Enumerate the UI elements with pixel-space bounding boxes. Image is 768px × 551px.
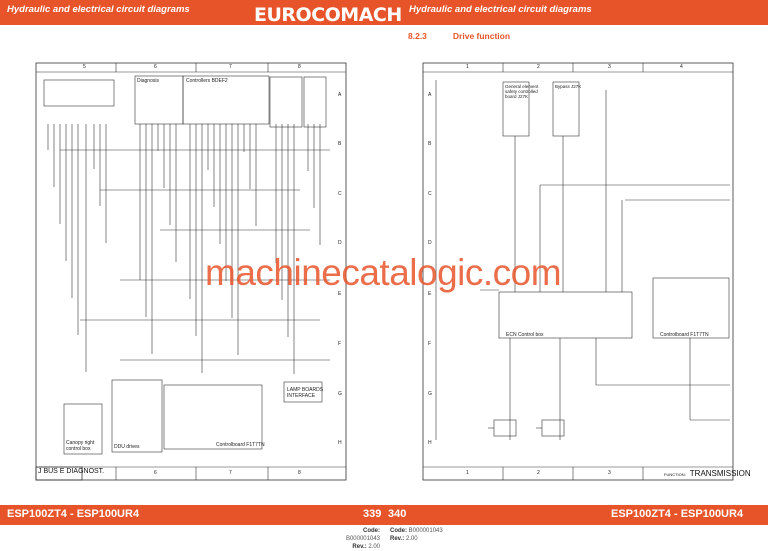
left-model-name: ESP100ZT4 - ESP100UR4 [7,508,140,520]
section-title: Drive function [452,31,511,41]
right-col-4: 4 [680,64,683,70]
left-circuit-diagram [35,62,347,481]
right-rev-value: 2.00 [405,536,418,542]
general-element-label: General element safety controlled board … [505,84,539,99]
left-page-header-title: Hydraulic and electrical circuit diagram… [7,4,190,15]
right-col-3: 3 [608,64,611,70]
right-row-f: F [428,341,432,347]
right-rev-label: Rev.: [390,536,405,542]
left-col-7: 7 [229,64,232,70]
top-header-bar: Hydraulic and electrical circuit diagram… [0,0,768,26]
left-page-number: 339 [363,508,382,520]
right-code-label: Code: [390,528,407,534]
left-code-label: Code: [363,528,380,534]
left-row-d: D [338,240,342,246]
right-model-name: ESP100ZT4 - ESP100UR4 [611,508,744,520]
left-footer-label: J BUS E DIAGNOST. [38,468,105,475]
left-row-c: C [338,191,342,197]
section-number: 8.2.3 [408,31,427,41]
right-row-c: C [428,191,432,197]
right-footer-label: FUNCTION:TRANSMISSION [664,469,751,478]
right-col-2: 2 [537,64,540,70]
bottom-footer-bar: ESP100ZT4 - ESP100UR4 339 340 ESP100ZT4 … [0,505,768,525]
right-controlboard-label: Controlboard F1T7TN [660,332,709,338]
function-name: TRANSMISSION [689,469,751,478]
right-row-h: H [428,440,432,446]
left-code-value: B000001043 [345,536,380,542]
watermark-text: machinecatalogic.com [205,252,562,293]
left-col-8: 8 [298,64,301,70]
left-col-6-bottom: 6 [154,470,157,476]
right-row-b: B [428,141,432,147]
diagnosis-label: Diagnosis [137,78,159,84]
right-col-1: 1 [466,64,469,70]
left-controlboard-label: Controlboard F1T7TN [216,442,265,448]
right-page-header-title: Hydraulic and electrical circuit diagram… [409,4,592,15]
lamp-boards-label: LAMP BOARDS INTERFACE [287,387,324,399]
left-col-8-bottom: 8 [298,470,301,476]
left-row-a: A [338,92,342,98]
left-col-7-bottom: 7 [229,470,232,476]
right-col-1-bottom: 1 [466,470,469,476]
left-col-6: 6 [154,64,157,70]
brand-logo: EUROCOMACH [254,4,402,26]
right-col-3-bottom: 3 [608,470,611,476]
bypass-label: Bypass J27K [555,84,582,89]
left-col-5: 5 [83,64,86,70]
right-doc-codes: Code: B000001043 Rev.: 2.00 [390,527,443,543]
left-doc-codes: Code: B000001043 Rev.: 2.00 [340,527,380,551]
right-page-number: 340 [388,508,407,520]
left-row-e: E [338,291,342,297]
right-row-d: D [428,240,432,246]
ecu-label: ECN Control box [506,332,544,338]
left-row-b: B [338,141,342,147]
right-row-a: A [428,92,432,98]
controllers-label: Controllers BDEF2 [186,78,228,84]
canopy-label: Canopy right control box [66,440,95,452]
left-row-g: G [338,391,342,397]
ddu-drives-label: DDU drives [114,444,140,450]
left-row-f: F [338,341,342,347]
left-row-h: H [338,440,342,446]
right-col-2-bottom: 2 [537,470,540,476]
function-prefix: FUNCTION: [664,472,686,477]
right-row-g: G [428,391,432,397]
section-heading: 8.2.3 Drive function [408,31,510,41]
right-circuit-diagram [422,62,734,481]
right-code-value: B000001043 [408,528,443,534]
right-row-e: E [428,291,432,297]
